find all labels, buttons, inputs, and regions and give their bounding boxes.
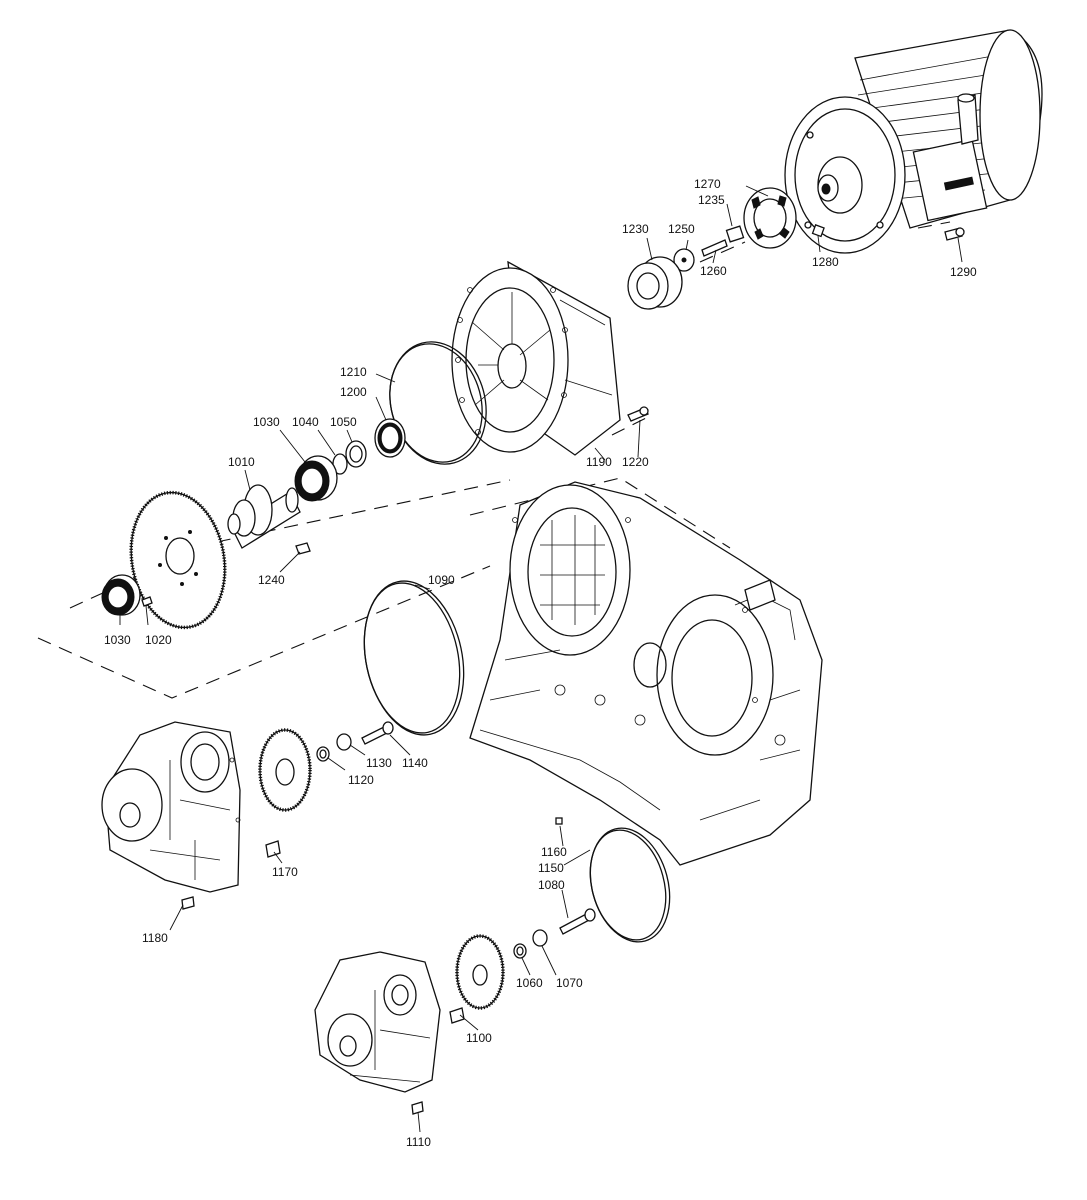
label-1080: 1080 xyxy=(538,878,565,892)
label-1010: 1010 xyxy=(228,455,255,469)
label-1090: 1090 xyxy=(428,573,455,587)
input-shaft xyxy=(227,484,311,555)
label-1020: 1020 xyxy=(145,633,172,647)
label-1170: 1170 xyxy=(272,865,298,879)
label-1250: 1250 xyxy=(668,222,695,236)
label-1235: 1235 xyxy=(698,193,725,207)
lower-pump-gear xyxy=(455,817,596,1010)
label-1140: 1140 xyxy=(402,756,428,770)
label-1130: 1130 xyxy=(366,756,392,770)
label-1290: 1290 xyxy=(950,265,977,279)
label-1280: 1280 xyxy=(812,255,839,269)
upper-pump-gear xyxy=(258,721,394,812)
seals-and-bearings xyxy=(294,341,487,502)
label-1200: 1200 xyxy=(340,385,367,399)
label-1190: 1190 xyxy=(586,455,612,469)
coupling-assembly xyxy=(627,187,965,310)
label-1260: 1260 xyxy=(700,264,727,278)
label-1210: 1210 xyxy=(340,365,367,379)
label-1270: 1270 xyxy=(694,177,721,191)
label-1030-top: 1030 xyxy=(253,415,280,429)
large-gear xyxy=(101,490,227,630)
adapter-housing xyxy=(451,260,649,456)
leader-lines xyxy=(119,185,963,1133)
label-1120: 1120 xyxy=(348,773,374,787)
main-gearbox-housing xyxy=(469,481,823,866)
label-1100: 1100 xyxy=(466,1031,492,1045)
label-1060: 1060 xyxy=(516,976,543,990)
label-1230: 1230 xyxy=(622,222,649,236)
label-1150: 1150 xyxy=(538,861,564,875)
lower-pump-housing xyxy=(314,951,465,1115)
label-1040: 1040 xyxy=(292,415,319,429)
label-1070: 1070 xyxy=(556,976,583,990)
label-1050: 1050 xyxy=(330,415,357,429)
upper-pump-housing xyxy=(101,721,281,910)
label-1110: 1110 xyxy=(406,1135,431,1149)
electric-motor xyxy=(784,29,1043,254)
label-1220: 1220 xyxy=(622,455,649,469)
label-1180: 1180 xyxy=(142,931,168,945)
label-1030-bottom: 1030 xyxy=(104,633,131,647)
label-1240: 1240 xyxy=(258,573,285,587)
part-labels: 1270 1235 1230 1250 1260 1280 1290 1210 … xyxy=(104,177,977,1149)
label-1160: 1160 xyxy=(541,845,567,859)
